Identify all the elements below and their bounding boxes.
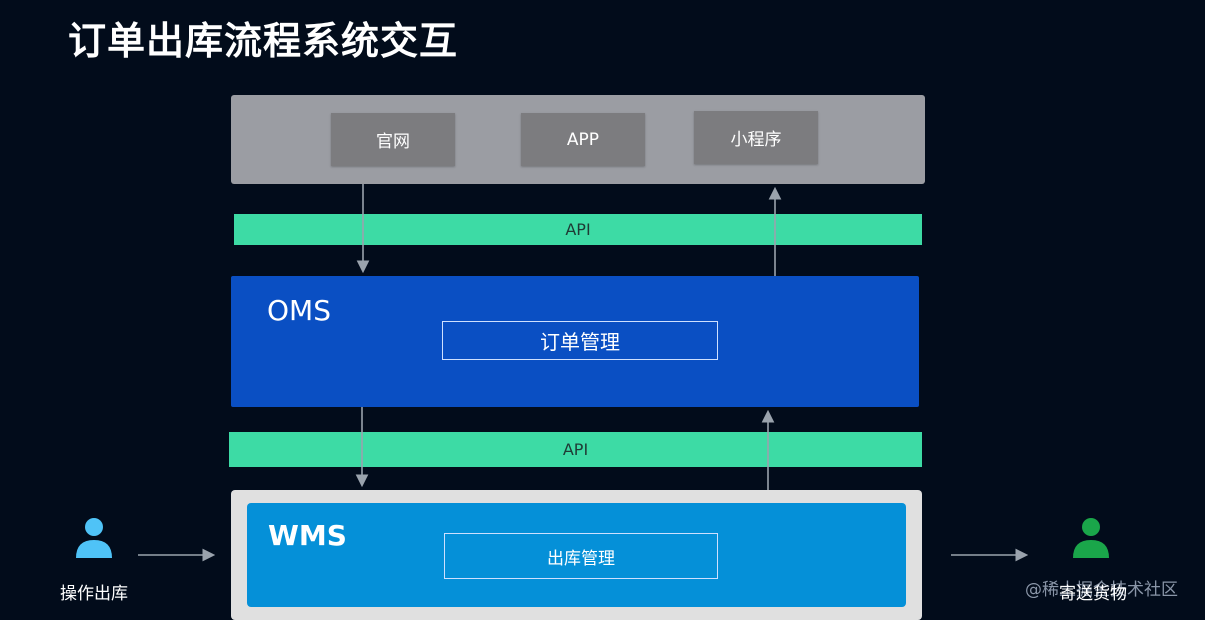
channel-app[interactable]: APP <box>521 113 645 166</box>
oms-label: OMS <box>267 294 331 327</box>
outbound-management-box[interactable]: 出库管理 <box>444 533 718 579</box>
page-title: 订单出库流程系统交互 <box>68 19 459 63</box>
actor-receiver-label: 寄送货物 <box>1059 584 1127 604</box>
person-icon-receiver <box>1073 518 1109 558</box>
channel-panel: 官网 APP 小程序 <box>231 95 925 184</box>
api-bar-bottom: API <box>229 432 922 467</box>
wms-box: WMS 出库管理 <box>247 503 906 607</box>
api-bar-top: API <box>234 214 922 245</box>
channel-website[interactable]: 官网 <box>331 113 455 166</box>
wms-label: WMS <box>268 519 347 552</box>
channel-mini-program[interactable]: 小程序 <box>694 111 818 164</box>
actor-operator-label: 操作出库 <box>60 584 128 604</box>
person-icon-operator <box>76 518 112 558</box>
oms-box: OMS 订单管理 <box>231 276 919 407</box>
order-management-box[interactable]: 订单管理 <box>442 321 718 360</box>
watermark: @稀土掘金技术社区 <box>1025 580 1178 600</box>
